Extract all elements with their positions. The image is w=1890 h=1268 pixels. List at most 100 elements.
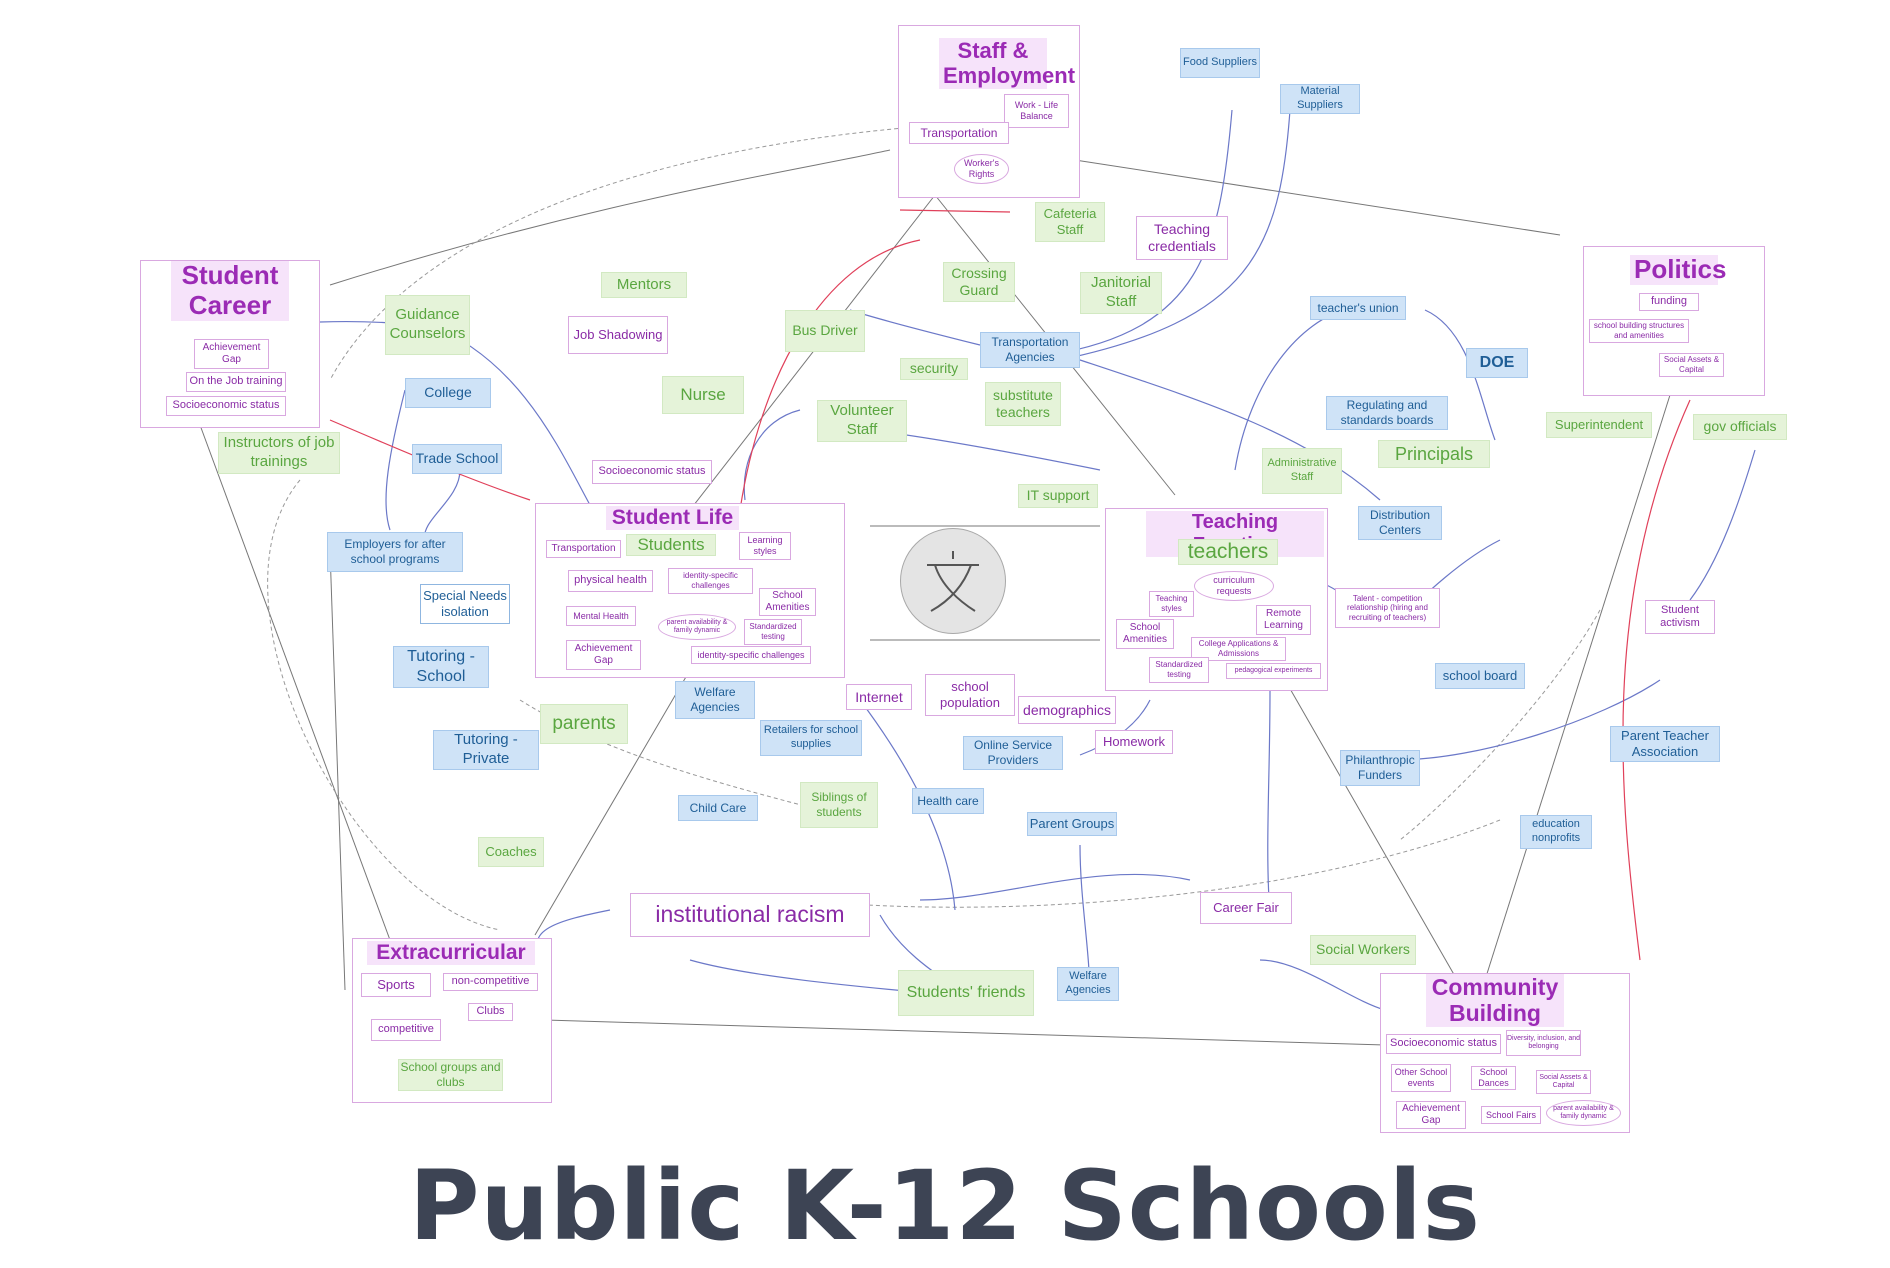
node-tutoring-school: Tutoring - School: [393, 646, 489, 688]
node-homework: Homework: [1095, 730, 1173, 754]
item-sports: Sports: [361, 973, 431, 997]
hub-teaching-function: Teaching Function teachers curriculum re…: [1105, 508, 1328, 691]
item-identity-challenges-2: identity-specific challenges: [691, 646, 811, 664]
item-other-school-events: Other School events: [1391, 1064, 1451, 1092]
translate-logo: [900, 528, 1006, 634]
hub-title: Student Life: [606, 506, 739, 531]
node-food-suppliers: Food Suppliers: [1180, 48, 1260, 78]
item-remote-learning: Remote Learning: [1256, 605, 1311, 635]
item-clubs: Clubs: [468, 1003, 513, 1021]
item-transportation: Transportation: [546, 540, 621, 558]
node-janitorial-staff: Janitorial Staff: [1080, 272, 1162, 314]
item-curriculum-requests: curriculum requests: [1194, 571, 1274, 601]
node-parents: parents: [540, 704, 628, 744]
node-socioeconomic-status: Socioeconomic status: [592, 460, 712, 484]
item-socioeconomic-status: Socioeconomic status: [1386, 1034, 1501, 1054]
node-career-fair: Career Fair: [1200, 892, 1292, 924]
hub-staff-employment: Staff & Employment Work - Life Balance T…: [898, 25, 1080, 198]
node-doe: DOE: [1466, 348, 1528, 378]
translate-icon: [927, 551, 979, 612]
item-pedagogical-experiments: pedagogical experiments: [1226, 663, 1321, 679]
node-substitute-teachers: substitute teachers: [985, 382, 1061, 426]
item-socioeconomic-status: Socioeconomic status: [166, 396, 286, 416]
node-tutoring-private: Tutoring - Private: [433, 730, 539, 770]
item-on-the-job-training: On the Job training: [186, 372, 286, 392]
node-transportation-agencies: Transportation Agencies: [980, 332, 1080, 368]
item-school-amenities: School Amenities: [1116, 619, 1174, 649]
node-students-friends: Students' friends: [898, 970, 1034, 1016]
node-bus-driver: Bus Driver: [785, 310, 865, 352]
node-volunteer-staff: Volunteer Staff: [817, 400, 907, 442]
node-welfare-agencies-2: Welfare Agencies: [1057, 967, 1119, 1001]
node-parent-groups: Parent Groups: [1027, 812, 1117, 836]
node-mentors: Mentors: [601, 272, 687, 298]
node-crossing-guard: Crossing Guard: [943, 262, 1015, 302]
hub-community-building: Community Building Socioeconomic status …: [1380, 973, 1630, 1133]
node-school-board: school board: [1435, 663, 1525, 689]
item-school-fairs: School Fairs: [1481, 1106, 1541, 1124]
node-social-workers: Social Workers: [1310, 935, 1416, 965]
node-education-nonprofits: education nonprofits: [1520, 815, 1592, 849]
item-school-amenities: School Amenities: [759, 588, 816, 616]
item-standardized-testing: Standardized testing: [744, 619, 802, 645]
hub-title: Student Career: [171, 260, 289, 321]
item-achievement-gap: Achievement Gap: [194, 339, 269, 369]
node-instructors-job-trainings: Instructors of job trainings: [218, 432, 340, 474]
node-parent-teacher-association: Parent Teacher Association: [1610, 726, 1720, 762]
item-learning-styles: Learning styles: [739, 532, 791, 560]
page-title: Public K-12 Schools: [409, 1150, 1481, 1262]
node-coaches: Coaches: [478, 837, 544, 867]
item-physical-health: physical health: [568, 570, 653, 592]
item-standardized-testing: Standardized testing: [1149, 657, 1209, 683]
node-internet: Internet: [846, 684, 912, 710]
node-job-shadowing: Job Shadowing: [568, 316, 668, 354]
node-retailers-school-supplies: Retailers for school supplies: [760, 720, 862, 756]
item-identity-challenges: identity-specific challenges: [668, 568, 753, 594]
item-teaching-styles: Teaching styles: [1149, 591, 1194, 617]
hub-title: Extracurricular: [367, 941, 535, 966]
item-competitive: competitive: [371, 1019, 441, 1041]
hub-title: Politics: [1630, 254, 1726, 285]
item-diversity-inclusion: Diversity, inclusion, and belonging: [1506, 1030, 1581, 1056]
node-superintendent: Superintendent: [1546, 412, 1652, 438]
item-social-assets: Social Assets & Capital: [1659, 353, 1724, 377]
hub-extracurricular: Extracurricular Sports non-competitive C…: [352, 938, 552, 1103]
node-welfare-agencies-1: Welfare Agencies: [675, 681, 755, 719]
item-parent-availability: parent availability & family dynamic: [658, 614, 736, 640]
item-transportation: Transportation: [909, 122, 1009, 144]
item-work-life-balance: Work - Life Balance: [1004, 94, 1069, 128]
node-gov-officials: gov officials: [1693, 414, 1787, 440]
node-demographics: demographics: [1018, 696, 1116, 724]
teachers-label: teachers: [1178, 539, 1278, 565]
item-achievement-gap: Achievement Gap: [1396, 1101, 1466, 1129]
node-employers-after-school: Employers for after school programs: [327, 532, 463, 572]
item-parent-availability: parent availability & family dynamic: [1546, 1100, 1621, 1126]
item-school-dances: School Dances: [1471, 1066, 1516, 1090]
node-institutional-racism: institutional racism: [630, 893, 870, 937]
hub-student-career: Student Career Achievement Gap On the Jo…: [140, 260, 320, 428]
hub-title: Staff & Employment: [939, 38, 1075, 89]
item-achievement-gap: Achievement Gap: [566, 640, 641, 670]
hub-title: Community Building: [1426, 974, 1564, 1027]
node-teachers-union: teacher's union: [1310, 296, 1406, 320]
node-administrative-staff: Administrative Staff: [1262, 448, 1342, 494]
students-label: Students: [626, 534, 716, 556]
node-talent-competition: Talent - competition relationship (hirin…: [1335, 588, 1440, 628]
node-siblings-of-students: Siblings of students: [800, 782, 878, 828]
node-school-population: school population: [925, 674, 1015, 716]
node-health-care: Health care: [912, 788, 984, 814]
item-mental-health: Mental Health: [566, 606, 636, 626]
node-nurse: Nurse: [662, 376, 744, 414]
node-online-service-providers: Online Service Providers: [963, 736, 1063, 770]
node-cafeteria-staff: Cafeteria Staff: [1035, 202, 1105, 242]
node-college: College: [405, 378, 491, 408]
hub-student-life: Student Life Students Transportation Lea…: [535, 503, 845, 678]
node-trade-school: Trade School: [412, 444, 502, 474]
item-social-assets: Social Assets & Capital: [1536, 1070, 1591, 1094]
item-funding: funding: [1639, 293, 1699, 311]
node-distribution-centers: Distribution Centers: [1358, 506, 1442, 540]
node-teaching-credentials: Teaching credentials: [1136, 216, 1228, 260]
item-non-competitive: non-competitive: [443, 973, 538, 991]
node-student-activism: Student activism: [1645, 600, 1715, 634]
